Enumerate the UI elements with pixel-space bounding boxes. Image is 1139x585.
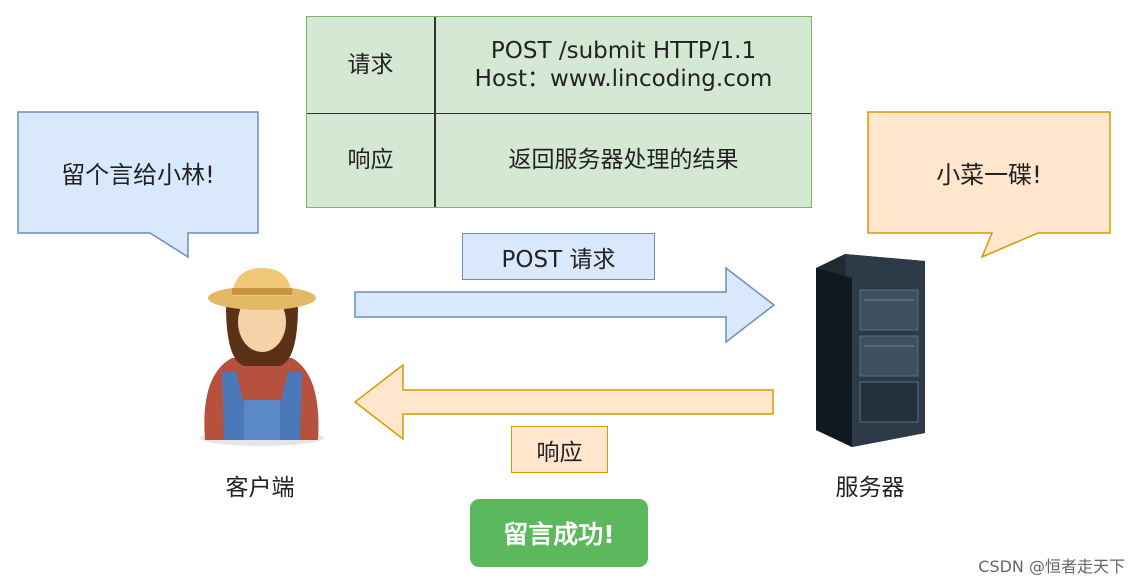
watermark: CSDN @恒者走天下 (978, 557, 1125, 576)
server-bubble-text: 小菜一碟! (936, 161, 1042, 189)
response-label: 响应 (347, 147, 394, 173)
table-row-divider (307, 113, 811, 114)
http-message-table: 请求 POST /submit HTTP/1.1 Host：www.lincod… (306, 16, 812, 208)
post-request-label: POST 请求 (462, 233, 655, 280)
client-caption: 客户端 (225, 475, 295, 501)
response-arrow-label: 响应 (511, 426, 608, 473)
response-content: 返回服务器处理的结果 (508, 147, 739, 173)
request-content: POST /submit HTTP/1.1 Host：www.lincoding… (436, 17, 811, 113)
request-line: POST /submit HTTP/1.1 (490, 38, 757, 64)
client-bubble-text: 留个言给小林! (61, 161, 215, 189)
table-column-divider (434, 17, 436, 207)
client-person-icon (200, 268, 324, 446)
server-rack-icon (816, 254, 925, 447)
request-host: Host：www.lincoding.com (474, 66, 773, 92)
server-speech-bubble (867, 111, 1111, 259)
response-arrow (353, 363, 774, 441)
request-label: 请求 (347, 52, 394, 78)
server-caption: 服务器 (835, 475, 905, 501)
success-button[interactable]: 留言成功! (470, 499, 648, 567)
client-speech-bubble (17, 111, 259, 259)
request-arrow (354, 266, 776, 344)
